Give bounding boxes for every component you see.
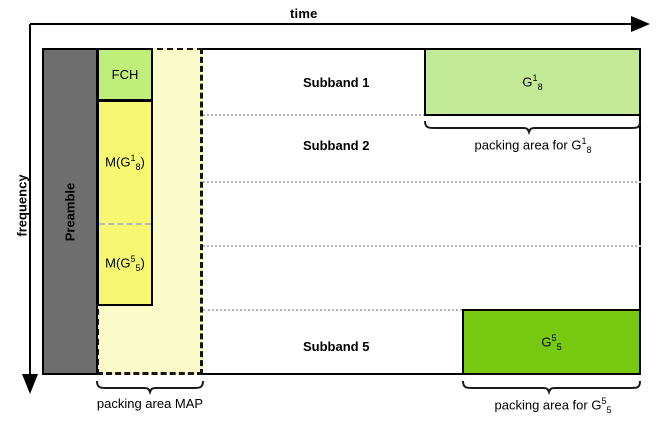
- subband-divider-4: [203, 309, 462, 311]
- burst-g18-label: G18: [522, 72, 543, 92]
- subband-label-5: Subband 5: [303, 339, 370, 354]
- map-column: M(G18) M(G55): [97, 100, 153, 306]
- bracket-packing-area-g18: [424, 120, 641, 136]
- frequency-axis-label: frequency: [14, 174, 30, 237]
- burst-g55-label: G55: [541, 332, 562, 352]
- subband-divider-1: [203, 114, 641, 116]
- caption-packing-area-map: packing area MAP: [96, 396, 204, 411]
- burst-block-g18: G18: [424, 48, 641, 116]
- map-entry-g55-label: M(G55): [105, 254, 145, 273]
- time-axis-label: time: [290, 6, 318, 21]
- map-entry-g18-label: M(G18): [105, 153, 145, 172]
- map-entry-g55: M(G55): [99, 223, 151, 304]
- subband-divider-3: [203, 245, 641, 247]
- burst-block-g55: G55: [462, 309, 641, 375]
- subband-label-1: Subband 1: [303, 75, 370, 90]
- preamble-block: Preamble: [42, 48, 98, 375]
- subband-divider-2: [203, 181, 641, 183]
- map-entry-g18: M(G18): [99, 102, 151, 223]
- caption-packing-area-g55: packing area for G55: [494, 396, 612, 415]
- fch-label: FCH: [111, 67, 139, 82]
- map-column-divider: [99, 223, 151, 225]
- bracket-packing-area-map: [96, 380, 204, 396]
- subband-label-2: Subband 2: [303, 138, 370, 153]
- frequency-axis: [22, 24, 38, 394]
- bracket-packing-area-g55: [462, 380, 641, 396]
- caption-packing-area-g18: packing area for G18: [474, 136, 592, 155]
